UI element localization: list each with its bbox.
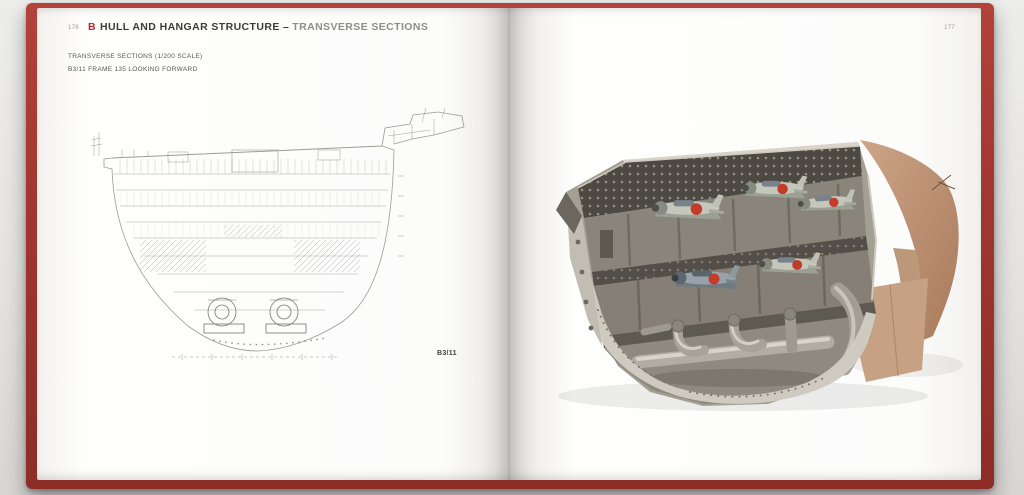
caption-scale: TRANSVERSE SECTIONS (1/200 SCALE) [68, 53, 203, 60]
caption-frame: B3/11 FRAME 135 LOOKING FORWARD [68, 66, 198, 73]
chapter-title-sub: TRANSVERSE SECTIONS [292, 21, 429, 33]
section-letter: B [88, 21, 96, 33]
transverse-section-line-drawing [90, 107, 465, 360]
figure-captions: TRANSVERSE SECTIONS (1/200 SCALE) B3/11 … [68, 50, 203, 76]
spine-shadow [481, 8, 537, 480]
hull-cutaway-render [556, 140, 963, 411]
page-number-left: 176 [68, 25, 79, 31]
chapter-title-main: HULL AND HANGAR STRUCTURE – [99, 21, 290, 33]
page-number-right: 177 [944, 25, 955, 31]
right-page: 177 [509, 8, 981, 480]
figure-label: B3/11 [437, 350, 457, 357]
